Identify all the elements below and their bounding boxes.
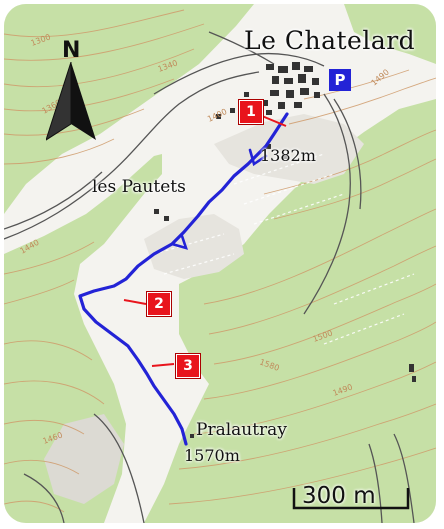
waypoint-marker-2[interactable]: 2: [147, 292, 171, 316]
north-label: N: [62, 38, 81, 63]
scale-label: 300 m: [302, 483, 376, 509]
scale-bar-icon: [292, 488, 410, 510]
marker-leaders: [123, 115, 287, 367]
waypoint-marker-3[interactable]: 3: [176, 354, 200, 378]
village-buildings: [154, 62, 416, 438]
clearings: [44, 114, 364, 504]
north-arrow-icon: [46, 62, 96, 141]
slope-lines: [153, 153, 415, 345]
end-elevation-label: 1570m: [184, 446, 240, 465]
destination-label: Pralautray: [196, 420, 287, 440]
parking-icon[interactable]: P: [329, 69, 351, 91]
start-elevation-label: 1382m: [260, 146, 316, 165]
route-direction-arrows: [170, 148, 268, 250]
town-label: Le Chatelard: [244, 26, 416, 55]
contour-lines: [4, 9, 436, 513]
waypoint-marker-1[interactable]: 1: [239, 100, 263, 124]
hiking-route: [78, 112, 289, 446]
hamlet-label: les Pautets: [92, 177, 186, 197]
roads: [4, 31, 415, 523]
